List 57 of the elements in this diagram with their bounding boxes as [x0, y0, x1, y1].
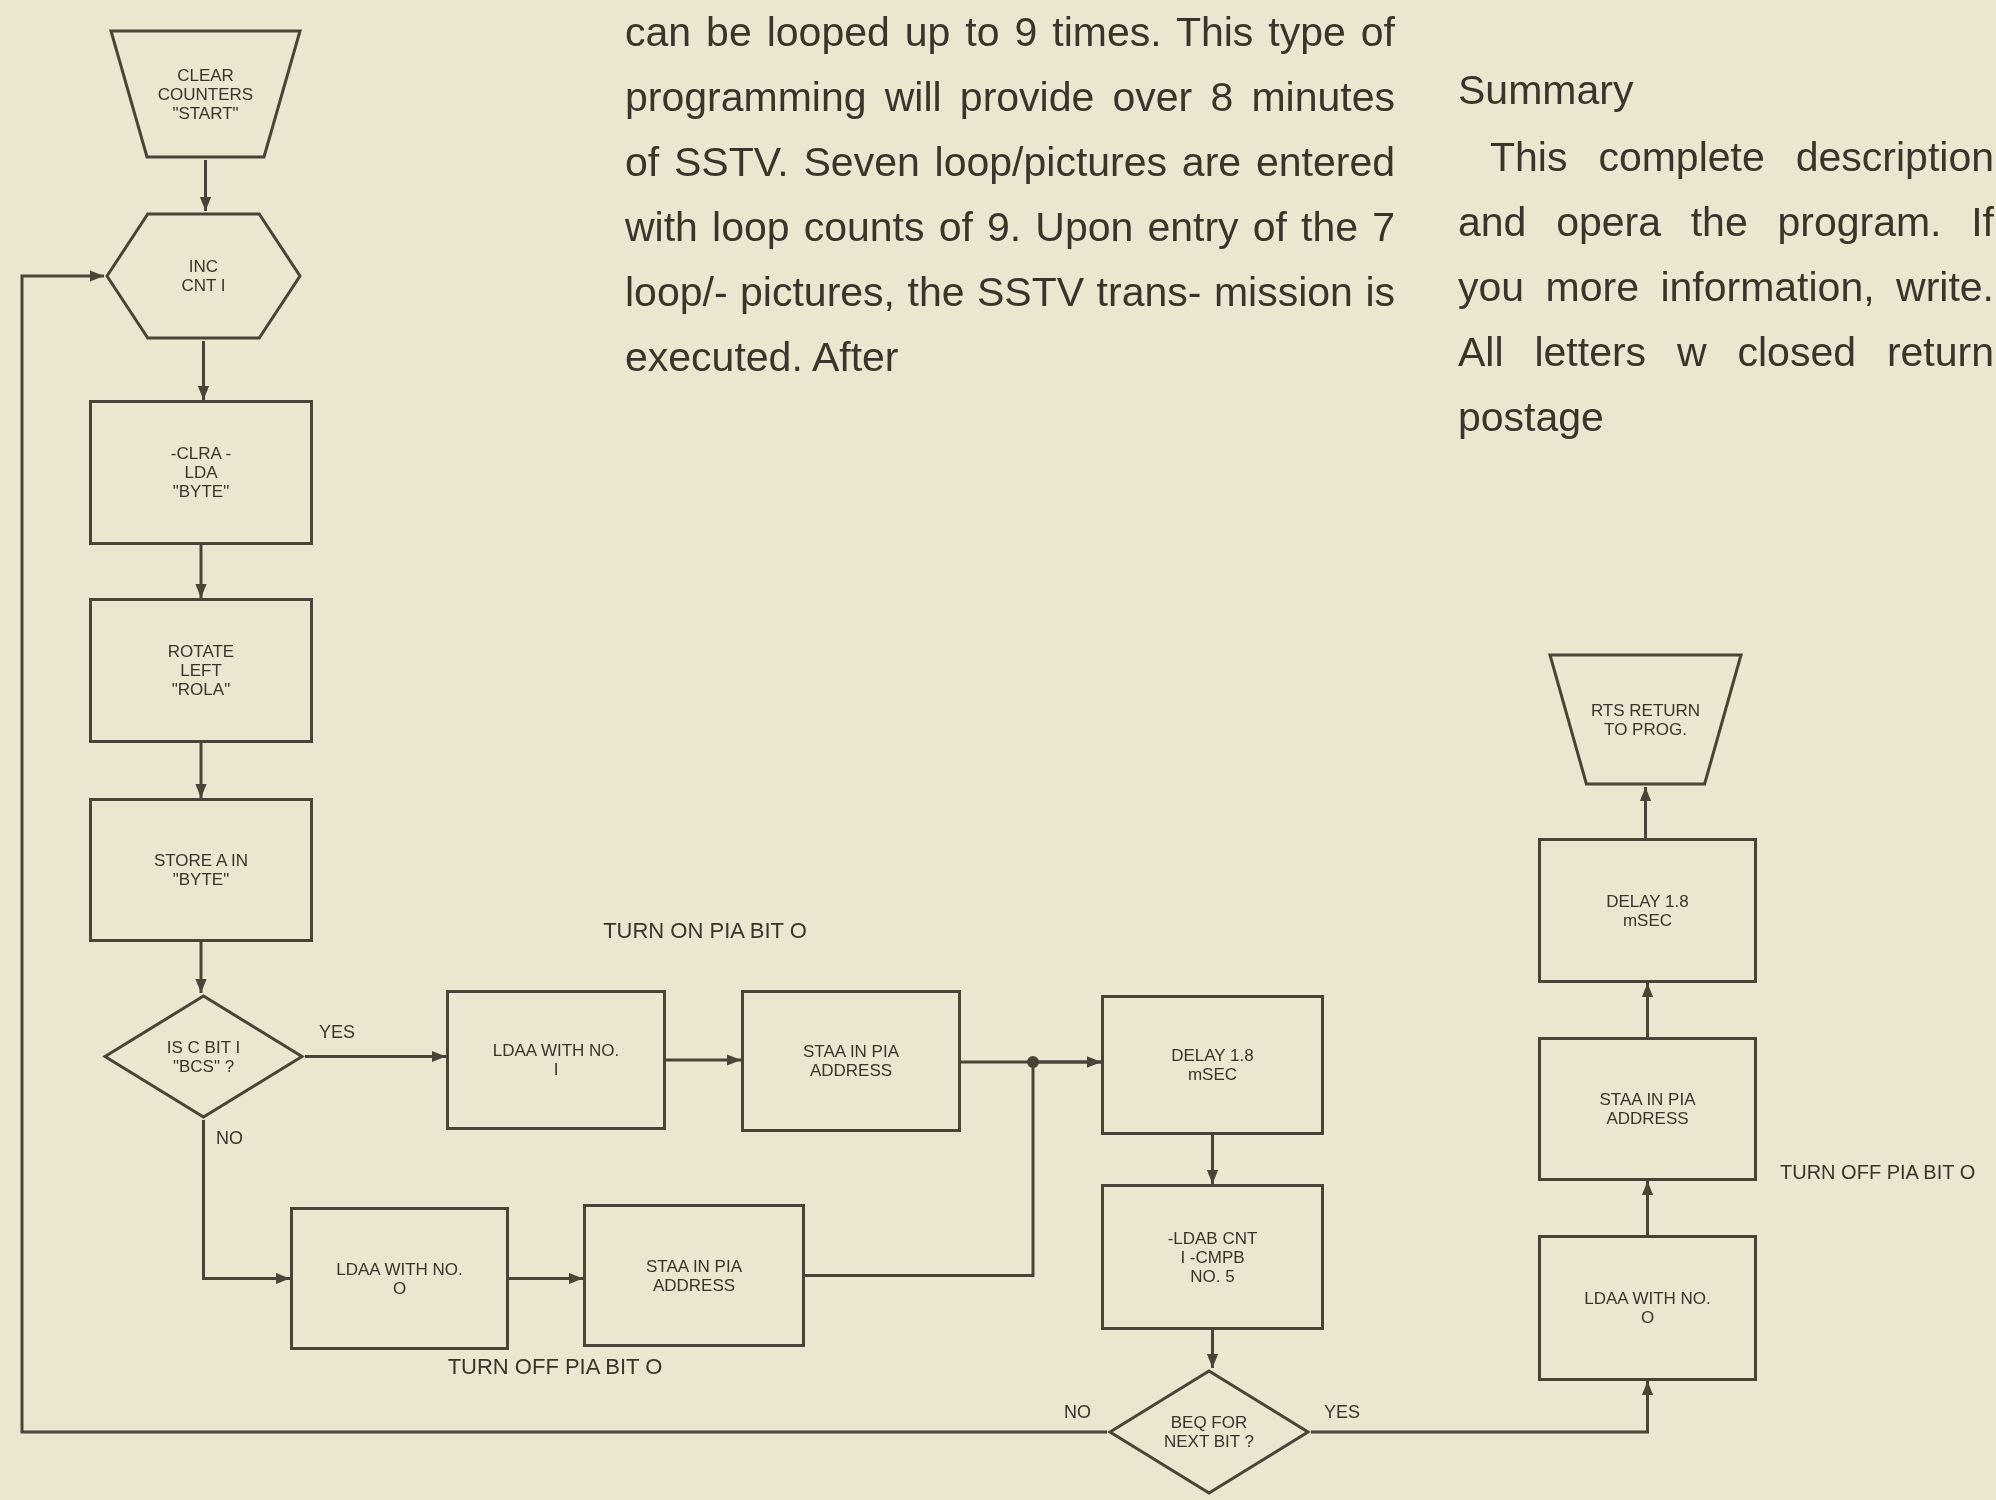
- process-box: [583, 1204, 805, 1347]
- step-text: RTS RETURN TO PROG.: [1590, 700, 1701, 739]
- step-text: CLEAR COUNTERS "START": [156, 65, 255, 123]
- flow-arrow: [1641, 1181, 1654, 1235]
- flow-arrow: [1206, 1330, 1219, 1368]
- step-text: ROTATE LEFT "ROLA": [166, 642, 236, 699]
- process-box: [1538, 838, 1757, 983]
- process-box: [741, 990, 961, 1132]
- article-paragraph: can be looped up to 9 times. This type of programming will provide over 8 minutes of SSTV. Seven loop/pictures are entered with loop counts of 9. Upon entry of the 7 loop/- pictures, the SSTV trans- mission is executed. After: [625, 8, 1395, 382]
- article-paragraph: This complete description and opera the program. If you more information, write. All letters w closed return postage: [1458, 133, 1994, 442]
- process-box: [446, 990, 666, 1130]
- loop-hexagon: [104, 211, 303, 341]
- annotation-text: TURN ON PIA BIT O: [602, 918, 808, 944]
- flow-arrow: [1311, 1381, 1654, 1434]
- process-box: [89, 400, 313, 545]
- process-box: [1538, 1037, 1757, 1181]
- process-box: [1101, 995, 1324, 1135]
- flow-arrow: [1641, 983, 1654, 1037]
- process-box: [1101, 1184, 1324, 1330]
- step-text: STORE A IN "BYTE": [152, 851, 250, 889]
- flow-arrow: [195, 743, 207, 798]
- flow-arrow: [509, 1272, 583, 1285]
- step-text: DELAY 1.8 mSEC: [1170, 1046, 1255, 1084]
- decision-diamond: [1107, 1368, 1311, 1496]
- decision-diamond: [102, 993, 305, 1120]
- step-text: INC CNT I: [180, 257, 227, 295]
- flow-arrow: [199, 160, 212, 211]
- step-text: BEQ FOR NEXT BIT ?: [1162, 1413, 1256, 1451]
- flow-arrow: [1639, 787, 1652, 838]
- flow-arrow: [20, 270, 1107, 1434]
- flow-arrow: [197, 341, 210, 400]
- step-text: STAA IN PIA ADDRESS: [644, 1256, 744, 1295]
- step-text: -CLRA -LDA "BYTE": [169, 444, 233, 501]
- step-text: LDAA WITH NO. O: [335, 1259, 464, 1298]
- section-heading: Summary: [1458, 66, 1635, 115]
- annotation-text: TURN OFF PIA BIT O: [446, 1354, 664, 1380]
- step-text: LDAA WITH NO. I: [491, 1041, 621, 1079]
- flow-arrow: [202, 1120, 290, 1285]
- process-box: [290, 1207, 509, 1350]
- flow-arrow: [1206, 1135, 1219, 1184]
- process-box: [89, 798, 313, 942]
- flow-arrow: [805, 1056, 1101, 1277]
- terminal-trapezoid: [108, 28, 303, 160]
- terminal-trapezoid: [1547, 652, 1744, 787]
- flow-arrow: [305, 1050, 446, 1063]
- step-text: DELAY 1.8 mSEC: [1605, 891, 1690, 930]
- step-text: STAA IN PIA ADDRESS: [801, 1042, 901, 1080]
- step-text: IS C BIT I "BCS" ?: [165, 1037, 242, 1076]
- process-box: [89, 598, 313, 743]
- step-text: STAA IN PIA ADDRESS: [1598, 1090, 1697, 1128]
- flow-arrow: [195, 545, 207, 598]
- process-box: [1538, 1235, 1757, 1381]
- annotation-text: TURN OFF PIA BIT O: [1780, 1160, 1977, 1184]
- flow-arrow: [666, 1054, 741, 1066]
- flow-arrow: [195, 942, 207, 993]
- step-text: -LDAB CNT I -CMPB NO. 5: [1167, 1228, 1258, 1286]
- step-text: LDAA WITH NO. O: [1583, 1289, 1712, 1327]
